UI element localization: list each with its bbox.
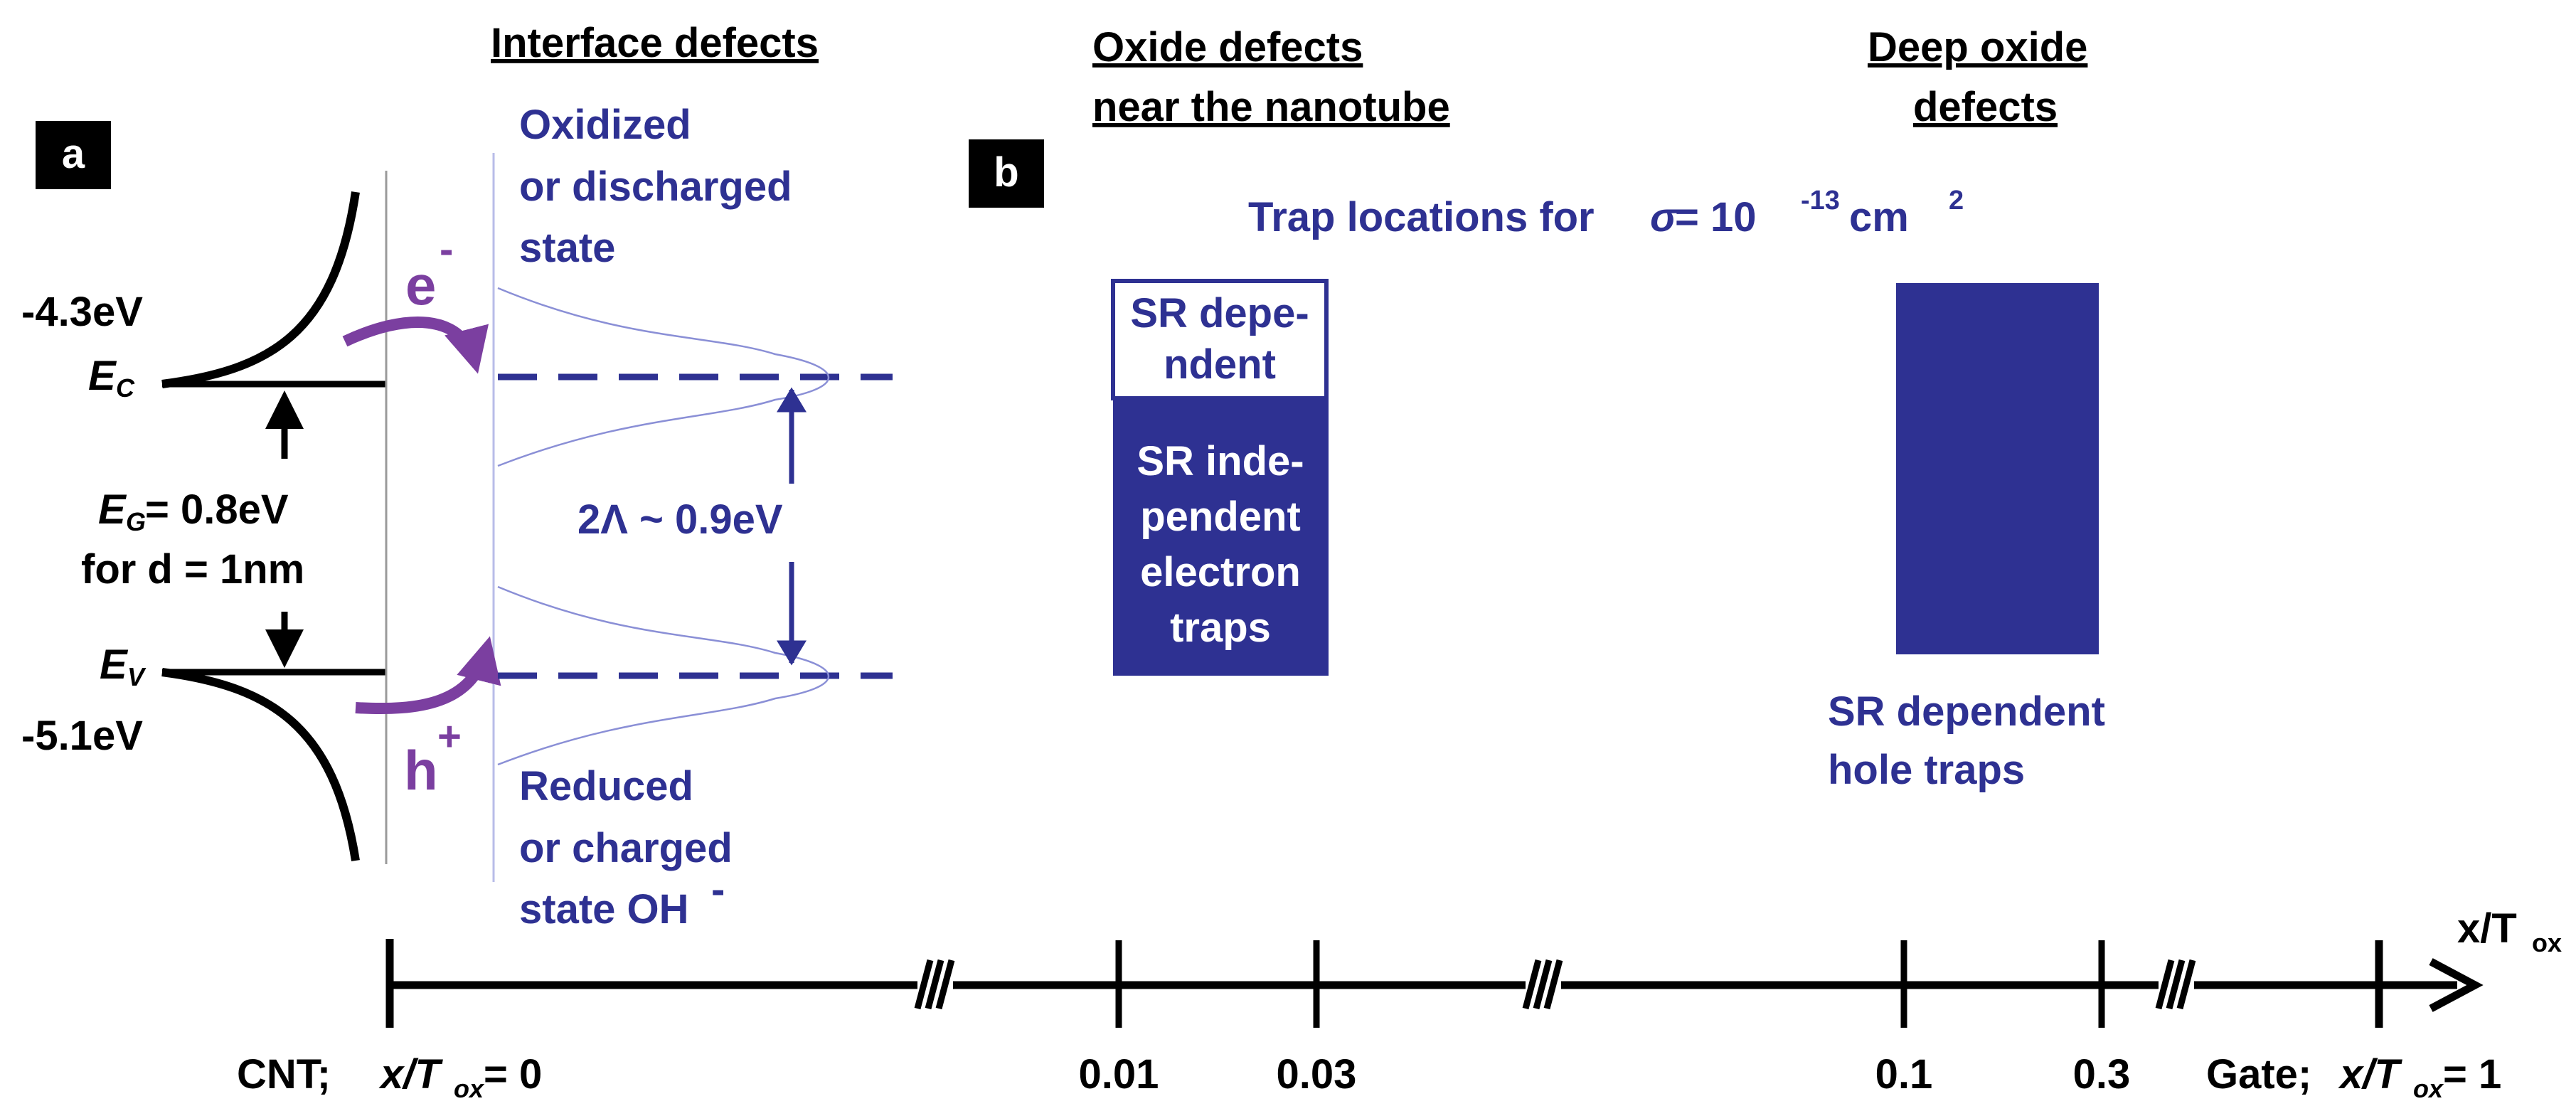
gap-value: = 0.8eV [145,486,289,533]
header-oxide-near-line2: near the nanotube [1092,84,1450,130]
trap-title-unit: cm [1849,194,1909,240]
gap-symbol: E [98,486,127,533]
hole-trap-line1: SR dependent [1828,688,2105,735]
oxidized-state-distribution [497,287,830,467]
gate-label-value: = 1 [2443,1051,2501,1097]
trap-title-unit-exponent: 2 [1949,186,1964,216]
cnt-label-value: = 0 [484,1051,542,1097]
header-deep-line2: defects [1913,84,2058,130]
sr-dependent-line2: ndent [1164,341,1276,388]
ec-energy-label: -4.3eV [21,289,143,335]
trap-title-sigma: σ [1650,194,1679,240]
sr-dependent-line1: SR depe- [1130,290,1309,336]
reduced-line2: or charged [519,825,733,871]
x-axis-arrowhead [2429,958,2484,1012]
trap-title-mid: = 10 [1675,194,1757,240]
header-oxide-near-line1: Oxide defects [1092,24,1363,70]
sr-independent-electron-box: SR inde- pendent electron traps [1113,398,1329,676]
hole-transfer-arrow [355,636,501,715]
ec-symbol: E [88,353,117,399]
reduced-line1: Reduced [519,763,693,809]
reduced-charge: - [711,866,725,913]
cnt-label-subscript: ox [454,1074,485,1102]
ev-energy-label: -5.1eV [21,713,143,759]
oxidized-line2: or discharged [519,164,792,210]
oxidized-line1: Oxidized [519,102,691,148]
ec-subscript: C [116,373,135,403]
trap-title-prefix: Trap locations for [1248,194,1595,240]
reduced-line3: state OH [519,886,689,932]
lambda-label: 2Λ ~ 0.9eV [578,496,783,543]
valence-band-curve [161,668,360,861]
axis-break-2 [1522,959,1563,1010]
deep-hole-trap-box [1896,283,2099,654]
gate-label-prefix: Gate; [2206,1051,2311,1097]
sr-independent-line3: electron [1140,549,1301,595]
tick-label-0-3: 0.3 [2073,1051,2131,1097]
axis-break-1 [914,959,955,1010]
header-interface-defects: Interface defects [491,20,819,66]
electron-charge: - [440,226,453,272]
panel-a-badge: a [36,121,111,189]
electron-label: e [405,254,436,317]
oxidized-line3: state [519,225,615,271]
trap-title-exponent: -13 [1801,186,1840,216]
sr-independent-line1: SR inde- [1137,438,1304,484]
hole-charge: + [437,713,462,760]
sr-independent-line4: traps [1170,605,1271,651]
ev-symbol: E [100,642,129,688]
hole-label: h [404,739,438,802]
header-deep-line1: Deep oxide [1868,24,2087,70]
cnt-label-prefix: CNT; [237,1051,331,1097]
gate-label-subscript: ox [2413,1074,2444,1102]
panel-b-badge-text: b [994,149,1018,196]
hole-trap-line2: hole traps [1828,747,2025,793]
panel-b-badge: b [969,139,1044,208]
tick-label-0-1: 0.1 [1875,1051,1933,1097]
gap-condition: for d = 1nm [81,546,304,592]
axis-label: x/T [2457,905,2517,952]
axis-label-subscript: ox [2532,928,2562,957]
cnt-label-var: x/T [378,1051,443,1097]
axis-break-3 [2155,959,2196,1010]
tick-label-0-03: 0.03 [1277,1051,1357,1097]
tick-label-0-01: 0.01 [1079,1051,1159,1097]
gap-subscript: G [126,507,146,536]
gate-label-var: x/T [2338,1051,2402,1097]
ev-subscript: V [127,662,147,691]
conduction-band-curve [161,191,360,388]
sr-dependent-electron-box: SR depe- ndent [1111,279,1329,400]
panel-a-badge-text: a [62,131,85,177]
electron-transfer-arrow [342,316,489,374]
sr-independent-line2: pendent [1140,494,1301,540]
reduced-state-distribution [497,585,830,766]
